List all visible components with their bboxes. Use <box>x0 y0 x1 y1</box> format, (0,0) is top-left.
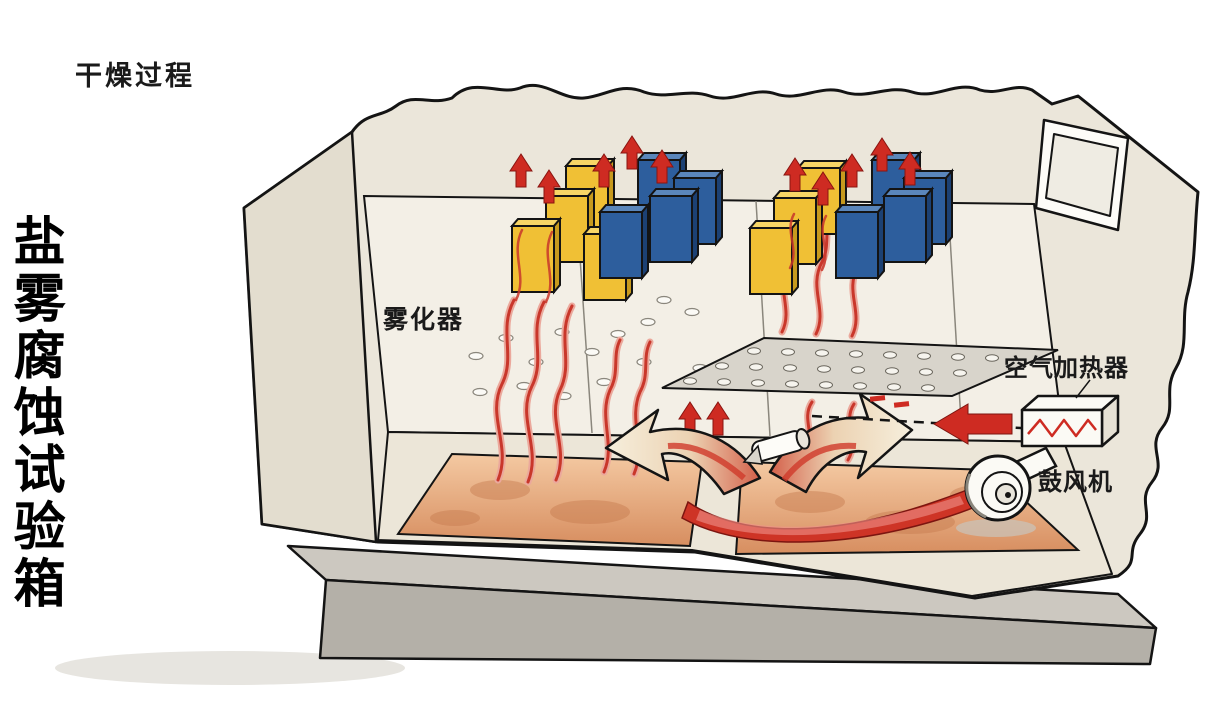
specimen-blue <box>835 204 885 279</box>
specimen-blue <box>599 204 649 279</box>
atomizer-nozzle <box>742 428 811 465</box>
floor-shadow <box>55 651 405 685</box>
air-heater-label: 空气加热器 <box>1004 355 1129 382</box>
blower-fan <box>956 446 1058 537</box>
salt-tray-left <box>396 452 704 548</box>
atomizer-label: 雾化器 <box>383 306 465 334</box>
base-pedestal <box>286 544 1158 666</box>
side-title: 盐雾腐蚀试验箱 <box>5 214 63 613</box>
inspection-window <box>1034 118 1130 232</box>
process-label: 干燥过程 <box>75 61 195 91</box>
return-air-line <box>811 395 1039 445</box>
mist-streams-front <box>514 212 828 304</box>
left-panel <box>242 130 378 544</box>
air-heater <box>1020 379 1120 448</box>
blower-label: 鼓风机 <box>1038 469 1113 496</box>
circulation-arrows <box>604 392 914 496</box>
specimen-blue <box>883 188 933 263</box>
perforated-plate <box>661 336 1059 398</box>
specimen-blue <box>649 188 699 263</box>
